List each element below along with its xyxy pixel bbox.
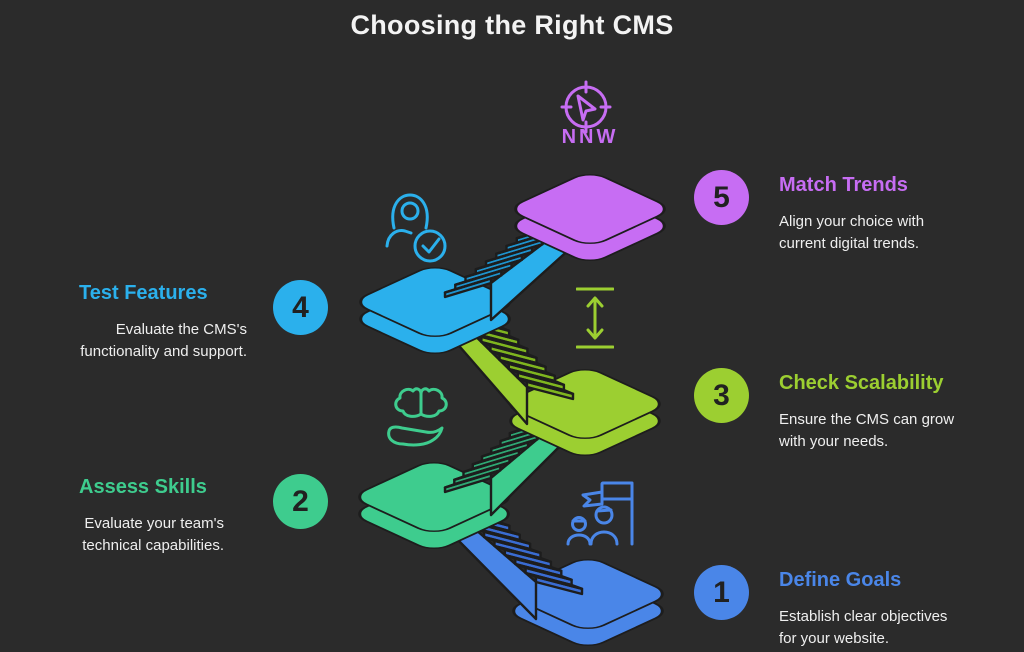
- step-1-description: Establish clear objectives for your webs…: [779, 606, 994, 650]
- step-3-block: 3 Check Scalability Ensure the CMS can g…: [694, 368, 994, 453]
- goal-flag-icon: [566, 481, 634, 546]
- user-check-icon: [385, 193, 447, 263]
- platform-step-5: [514, 174, 666, 261]
- step-1-block: 1 Define Goals Establish clear objective…: [694, 565, 994, 650]
- step-5-title: Match Trends: [779, 174, 908, 196]
- step-4-desc-line-1: Evaluate the CMS's: [115, 321, 247, 338]
- step-5-description: Align your choice with current digital t…: [779, 211, 994, 255]
- step-3-title: Check Scalability: [779, 372, 944, 394]
- compass-icon: [560, 80, 612, 134]
- step-4-number-badge: 4: [273, 280, 328, 335]
- step-4-desc-line-2: functionality and support.: [80, 343, 247, 360]
- step-1-desc-line-1: Establish clear objectives: [779, 608, 948, 625]
- step-1-number-badge: 1: [694, 565, 749, 620]
- step-1-desc-line-2: for your website.: [779, 630, 890, 647]
- step-3-description: Ensure the CMS can grow with your needs.: [779, 409, 994, 453]
- step-2-block: 2 Assess Skills Evaluate your team's tec…: [60, 474, 328, 557]
- step-2-description: Evaluate your team's technical capabilit…: [60, 513, 224, 557]
- height-arrows-icon: [576, 287, 614, 349]
- step-4-description: Evaluate the CMS's functionality and sup…: [60, 319, 247, 363]
- step-3-desc-line-1: Ensure the CMS can grow: [779, 411, 955, 428]
- step-3-desc-line-2: with your needs.: [779, 433, 889, 450]
- page-title: Choosing the Right CMS: [350, 10, 674, 40]
- step-2-number-badge: 2: [273, 474, 328, 529]
- step-2-title: Assess Skills: [79, 476, 207, 498]
- step-3-number-badge: 3: [694, 368, 749, 423]
- step-5-desc-line-2: current digital trends.: [779, 235, 920, 252]
- step-5-block: 5 Match Trends Align your choice with cu…: [694, 170, 994, 255]
- step-4-title: Test Features: [79, 282, 208, 304]
- step-5-number-badge: 5: [694, 170, 749, 225]
- step-2-desc-line-1: Evaluate your team's: [84, 515, 224, 532]
- step-1-title: Define Goals: [779, 569, 902, 591]
- step-4-block: 4 Test Features Evaluate the CMS's funct…: [60, 280, 328, 363]
- compass-heading-label: NNW: [561, 126, 619, 148]
- brain-hand-icon: [387, 387, 448, 447]
- step-2-desc-line-2: technical capabilities.: [82, 537, 224, 554]
- step-5-desc-line-1: Align your choice with: [779, 213, 925, 230]
